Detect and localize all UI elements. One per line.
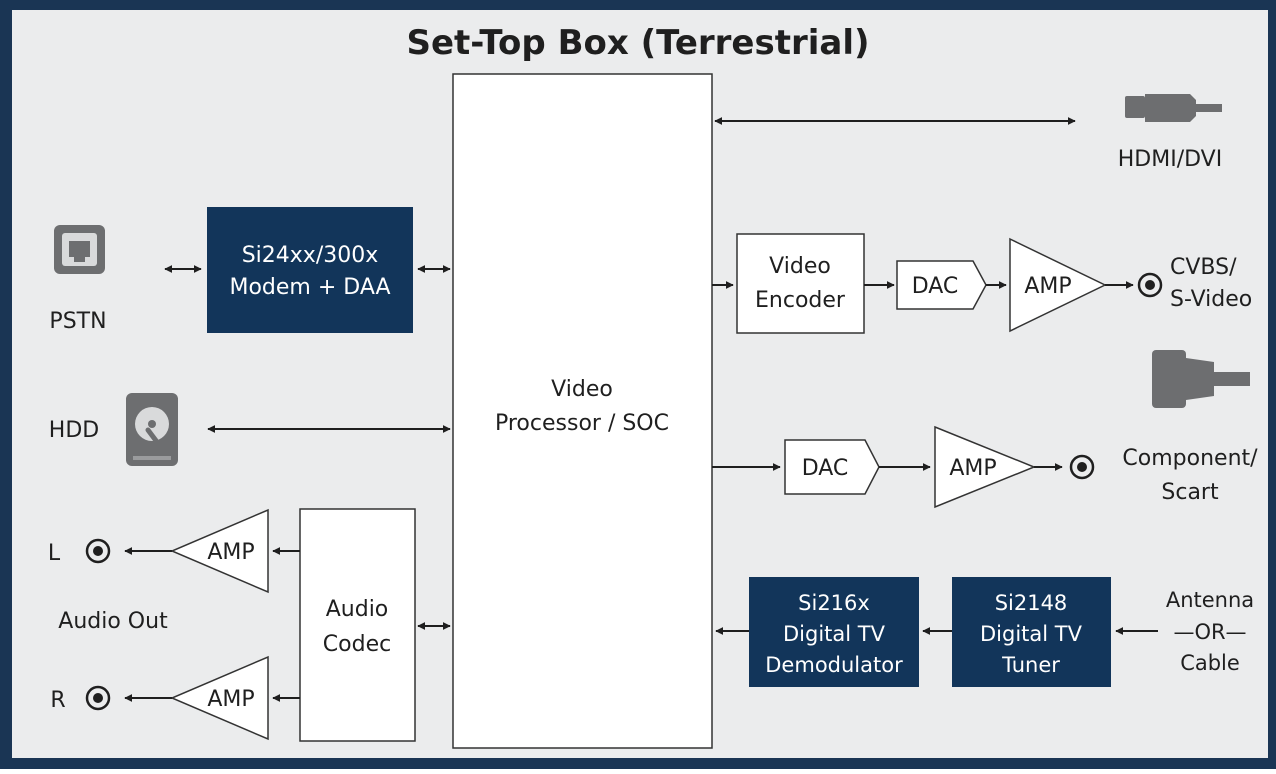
soc-label-line2: Processor / SOC xyxy=(495,411,669,436)
dac-top-block xyxy=(896,260,987,310)
audio-codec-label-line2: Codec xyxy=(323,632,391,657)
modem-label-line2: Modem + DAA xyxy=(229,275,390,300)
rca-jack-icon xyxy=(1137,272,1163,298)
cvbs-label-line2: S-Video xyxy=(1170,287,1252,312)
dac-mid-block xyxy=(784,439,880,495)
cvbs-label-line1: CVBS/ xyxy=(1170,255,1237,280)
amp-top-label: AMP xyxy=(1024,274,1071,299)
soc-block xyxy=(452,73,713,749)
vga-connector-icon xyxy=(1152,350,1250,408)
hard-drive-icon xyxy=(126,393,178,466)
modem-label-line1: Si24xx/300x xyxy=(242,243,379,268)
audio-codec-block xyxy=(299,508,416,742)
audio-codec-label-line1: Audio xyxy=(326,597,389,622)
antenna-label-line3: Cable xyxy=(1180,651,1240,675)
component-label-line2: Scart xyxy=(1161,480,1219,505)
amp-left-label: AMP xyxy=(207,540,254,565)
audio-out-label: Audio Out xyxy=(58,609,168,634)
soc-label-line1: Video xyxy=(551,377,613,402)
modem-block xyxy=(207,207,413,333)
dac-mid-label: DAC xyxy=(802,456,849,481)
video-encoder-label-line1: Video xyxy=(769,254,831,279)
amp-left-block xyxy=(170,508,269,594)
tuner-label-line2: Digital TV xyxy=(980,622,1083,646)
rca-jack-icon xyxy=(1069,454,1095,480)
demodulator-label-line1: Si216x xyxy=(798,591,870,615)
tuner-label-line1: Si2148 xyxy=(995,591,1068,615)
tuner-label-line3: Tuner xyxy=(1001,653,1060,677)
hdmi-plug-icon xyxy=(1125,94,1222,122)
video-encoder-block xyxy=(736,233,865,334)
amp-mid-block xyxy=(934,425,1037,509)
hdd-label: HDD xyxy=(49,418,99,443)
demodulator-block xyxy=(749,577,919,687)
diagram-title: Set-Top Box (Terrestrial) xyxy=(406,23,869,63)
amp-right-block xyxy=(170,655,269,741)
rca-jack-icon xyxy=(85,538,111,564)
hdmi-label: HDMI/DVI xyxy=(1118,147,1222,172)
demodulator-label-line2: Digital TV xyxy=(783,622,886,646)
video-encoder-label-line2: Encoder xyxy=(755,288,846,313)
amp-right-label: AMP xyxy=(207,687,254,712)
antenna-label-line2: —OR— xyxy=(1173,620,1246,644)
amp-top-block xyxy=(1009,237,1107,333)
audio-left-label: L xyxy=(48,541,61,566)
demodulator-label-line3: Demodulator xyxy=(765,653,903,677)
pstn-label: PSTN xyxy=(49,309,106,334)
amp-mid-label: AMP xyxy=(949,456,996,481)
audio-right-label: R xyxy=(50,688,65,713)
antenna-label-line1: Antenna xyxy=(1166,588,1254,612)
component-label-line1: Component/ xyxy=(1122,446,1258,471)
tuner-block xyxy=(952,577,1111,687)
rca-jack-icon xyxy=(85,685,111,711)
ethernet-port-icon xyxy=(54,225,105,274)
dac-top-label: DAC xyxy=(912,274,959,299)
